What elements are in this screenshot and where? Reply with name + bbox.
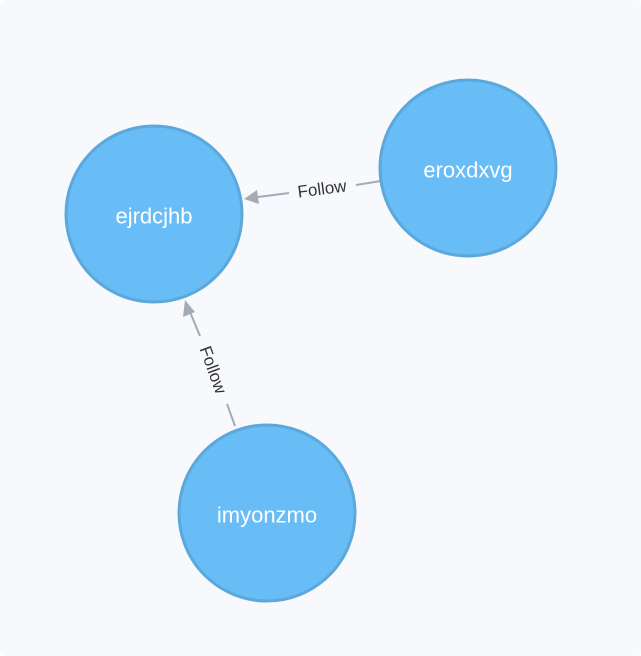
arrowhead-icon — [183, 300, 195, 317]
arrowhead-icon — [244, 190, 259, 204]
relationship-follow-eroxdxvg-ejrdcjhb[interactable]: Follow — [244, 176, 382, 204]
node-imyonzmo[interactable]: imyonzmo — [177, 423, 357, 603]
node-eroxdxvg[interactable]: eroxdxvg — [378, 78, 558, 258]
relationship-label: Follow — [196, 344, 231, 397]
node-ejrdcjhb[interactable]: ejrdcjhb — [64, 124, 244, 304]
relationship-label: Follow — [296, 176, 348, 201]
node-label: eroxdxvg — [423, 158, 512, 183]
node-label: imyonzmo — [217, 503, 317, 528]
node-label: ejrdcjhb — [115, 204, 192, 229]
relationship-follow-imyonzmo-ejrdcjhb[interactable]: Follow — [183, 300, 236, 427]
